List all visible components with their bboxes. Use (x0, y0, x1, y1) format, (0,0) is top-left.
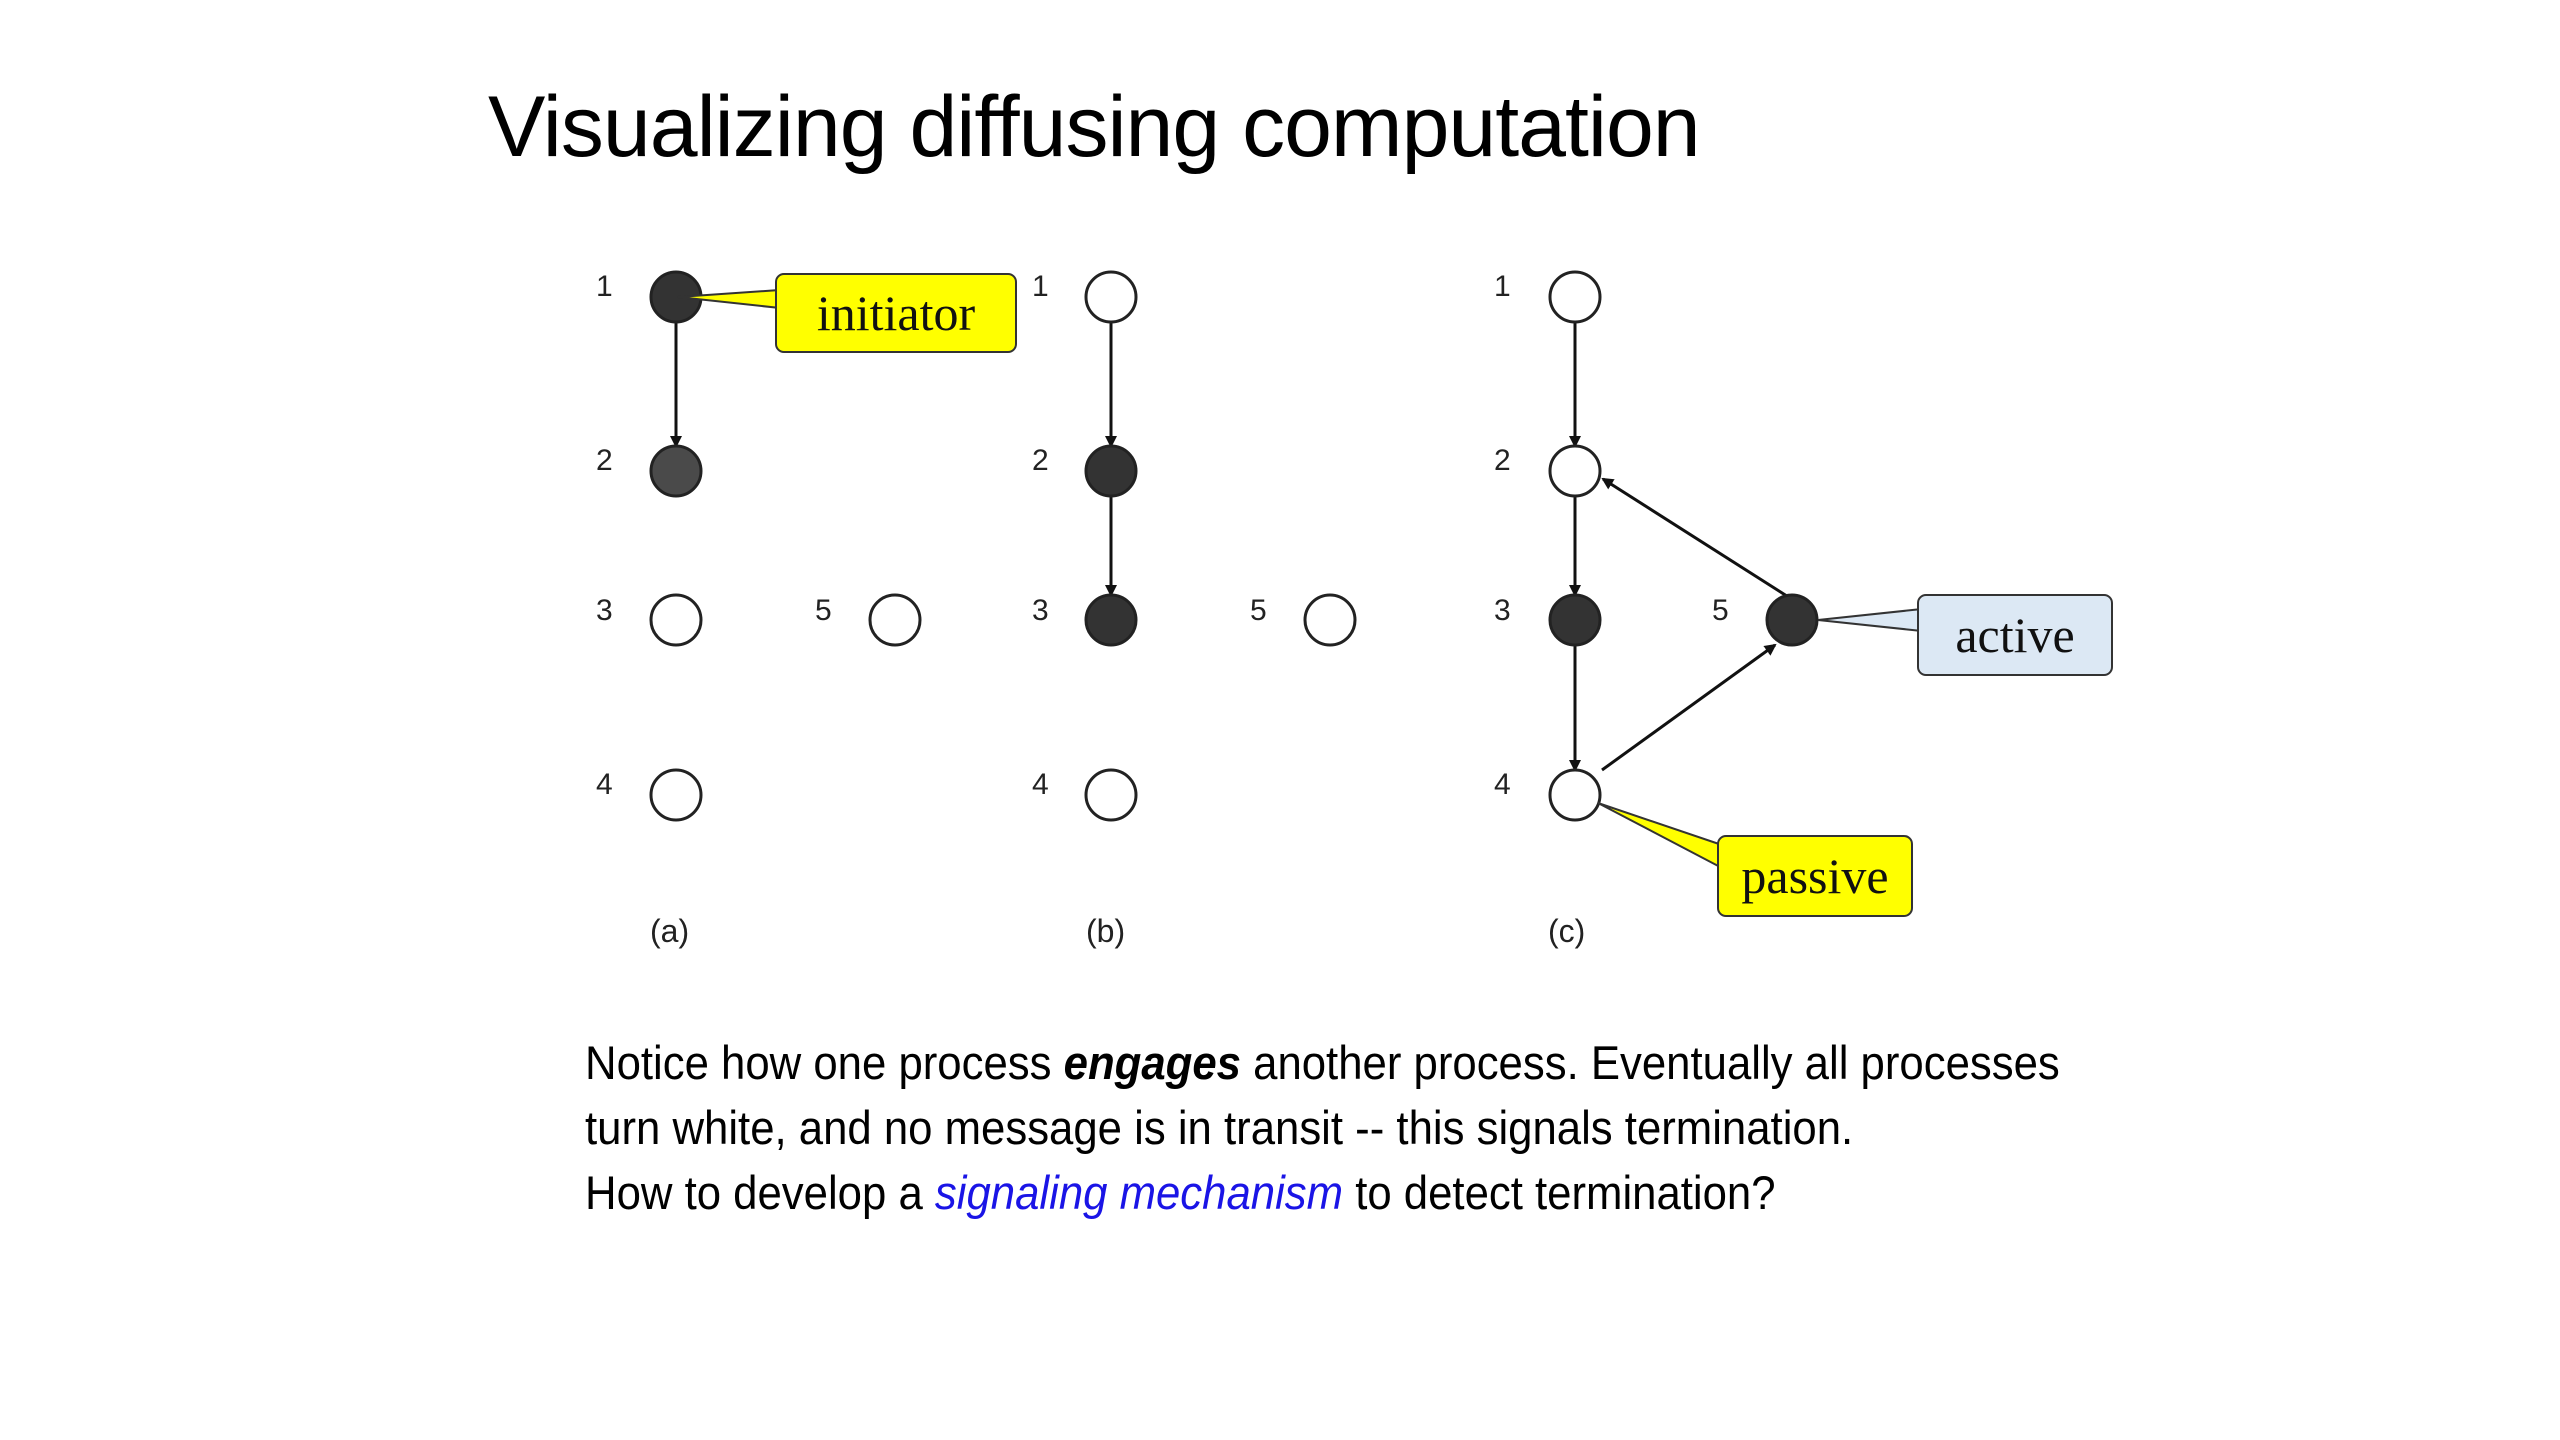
panel-c-node-5 (1765, 593, 1819, 647)
panel-c-edge-4-5 (1601, 643, 1777, 772)
panel-b-node-1-label: 1 (1032, 270, 1049, 303)
panel-c-node-4 (1548, 768, 1602, 822)
emphasis-engages: engages (1063, 1036, 1241, 1089)
panel-a-node-2 (649, 444, 703, 498)
panel-c-node-5-label: 5 (1712, 594, 1729, 627)
active-callout-text: active (1955, 607, 2074, 663)
panel-a-node-4-label: 4 (596, 768, 613, 801)
body-line-3-part-c: to detect termination? (1343, 1166, 1776, 1219)
initiator-callout-text: initiator (817, 285, 976, 341)
panel-a-node-5-label: 5 (815, 594, 832, 627)
body-line-1-part-c: another process. Eventually all processe… (1240, 1036, 2060, 1089)
body-line-1: Notice how one process engages another p… (585, 1030, 2352, 1095)
body-line-3-part-a: How to develop a (585, 1166, 935, 1219)
panel-c-edge-5-2 (1601, 477, 1791, 600)
panel-c-node-2 (1548, 444, 1602, 498)
panel-b-node-2 (1084, 444, 1138, 498)
panel-a-node-3-label: 3 (596, 594, 613, 627)
panel-a-node-1-label: 1 (596, 270, 613, 303)
body-line-3: How to develop a signaling mechanism to … (585, 1160, 2352, 1225)
panel-b-node-5-label: 5 (1250, 594, 1267, 627)
panel-c-node-4-label: 4 (1494, 768, 1511, 801)
panel-a-node-2-label: 2 (596, 444, 613, 477)
body-line-2: turn white, and no message is in transit… (585, 1101, 1854, 1154)
slide-title: Visualizing diffusing computation (488, 79, 1701, 175)
panel-b: 1 2 3 4 5 (b) (1032, 270, 1357, 949)
panel-a-caption: (a) (650, 913, 689, 949)
panel-b-node-4-label: 4 (1032, 768, 1049, 801)
passive-callout-text: passive (1741, 848, 1888, 904)
active-callout: active (1817, 594, 2113, 676)
panel-a-node-3 (649, 593, 703, 647)
panel-c-node-1-label: 1 (1494, 270, 1511, 303)
initiator-callout: initiator (677, 273, 1017, 353)
panel-b-node-3-label: 3 (1032, 594, 1049, 627)
panel-c-node-3-label: 3 (1494, 594, 1511, 627)
panel-c-node-2-label: 2 (1494, 444, 1511, 477)
panel-b-node-2-label: 2 (1032, 444, 1049, 477)
panel-b-node-4 (1084, 768, 1138, 822)
panel-b-node-3 (1084, 593, 1138, 647)
body-text: Notice how one process engages another p… (585, 1030, 2352, 1225)
panel-b-caption: (b) (1086, 913, 1125, 949)
emphasis-signaling-mechanism: signaling mechanism (934, 1166, 1344, 1219)
panel-c-node-3 (1548, 593, 1602, 647)
panel-c-node-1 (1548, 270, 1602, 324)
body-line-1-part-a: Notice how one process (585, 1036, 1064, 1089)
panel-b-node-1 (1084, 270, 1138, 324)
panel-a: 1 2 3 4 5 (a) (596, 270, 922, 949)
panel-b-node-5 (1303, 593, 1357, 647)
panel-a-node-4 (649, 768, 703, 822)
panel-c: 1 2 3 4 5 (c) (1494, 270, 1819, 949)
panel-a-node-5 (868, 593, 922, 647)
passive-callout: passive (1597, 802, 1913, 917)
panel-c-caption: (c) (1548, 913, 1585, 949)
